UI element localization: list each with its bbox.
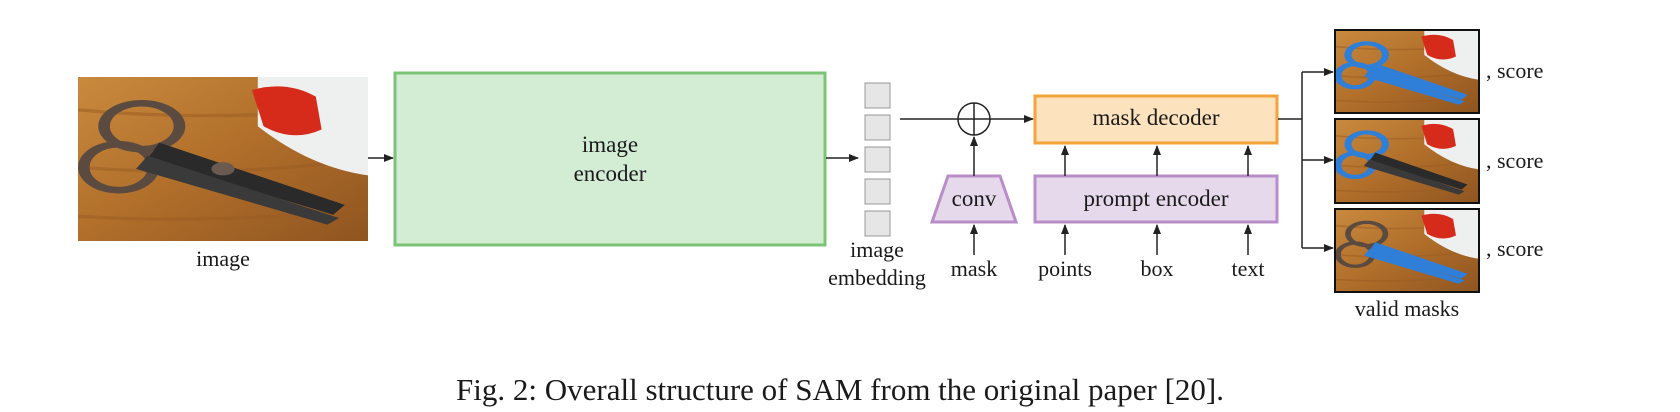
conv-label: conv (951, 186, 997, 211)
points-prompt-label: points (1038, 256, 1092, 281)
image-encoder-label-line1: image (581, 132, 639, 157)
image-embedding-label: image embedding (817, 236, 937, 292)
mask-prompt-label: mask (950, 256, 998, 281)
text-prompt-label: text (1231, 256, 1265, 281)
box-prompt-label: box (1140, 256, 1174, 281)
image-encoder-box (393, 71, 827, 247)
output-mask-2 (1334, 118, 1480, 204)
score-label-2: , score (1486, 148, 1544, 173)
figure-caption: Fig. 2: Overall structure of SAM from th… (456, 372, 1224, 407)
prompt-encoder-box (1033, 174, 1279, 224)
image-embedding-label-line2: embedding (828, 265, 926, 290)
mask-decoder-label: mask decoder (1092, 105, 1220, 130)
prompt-encoder-label: prompt encoder (1083, 186, 1229, 211)
output-mask-3 (1334, 208, 1480, 293)
score-label-3: , score (1486, 236, 1544, 261)
output-mask-1 (1334, 29, 1480, 114)
image-embedding-stack (864, 82, 891, 237)
image-encoder-label-line2: encoder (573, 161, 647, 186)
image-embedding-label-line1: image (850, 237, 904, 262)
conv-block (929, 174, 1019, 224)
mask-decoder-box (1033, 94, 1279, 145)
add-operator-icon (957, 102, 991, 136)
image-encoder-label: image encoder (395, 130, 825, 188)
input-image (78, 77, 368, 241)
input-image-label: image (196, 246, 250, 271)
score-label-1: , score (1486, 58, 1544, 83)
valid-masks-label: valid masks (1354, 296, 1460, 321)
